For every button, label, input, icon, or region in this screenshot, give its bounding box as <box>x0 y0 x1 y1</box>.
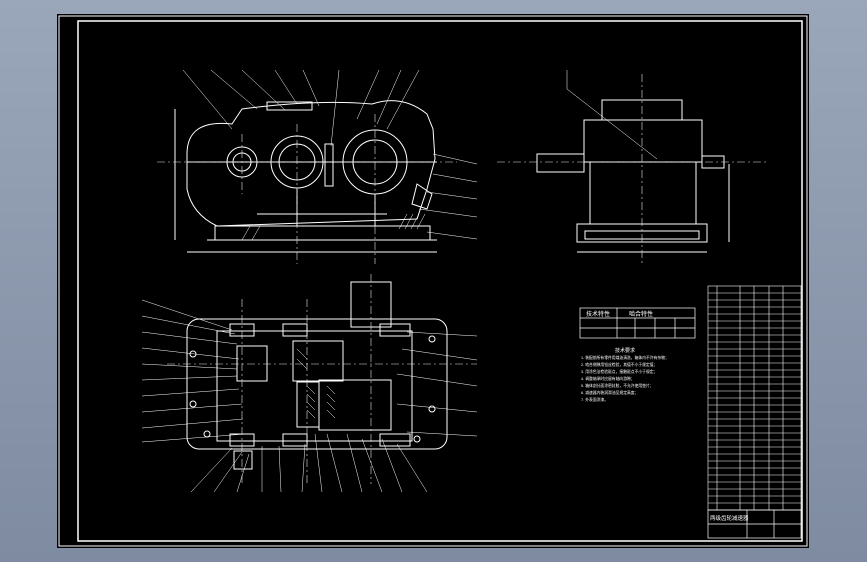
plan-bolt-4 <box>428 405 436 413</box>
tech-req-item-1: 1. 装配前所有零件用煤油清洗，箱体内不许有杂物； <box>581 355 669 360</box>
bolt-boss <box>324 143 334 187</box>
plan-outer <box>186 318 448 450</box>
side-view <box>536 99 730 253</box>
bearing-block-bottom-right <box>379 433 411 447</box>
tech-req-item-4: 4. 调整轴承时应留有轴向游隙； <box>581 376 635 381</box>
title-block-name: 两级齿轮减速器 <box>710 514 749 522</box>
gear-wheel-1 <box>292 340 344 382</box>
title-block <box>707 509 802 539</box>
bearing-block-bottom-mid <box>282 433 308 447</box>
side-body-upper <box>583 119 703 163</box>
input-shaft <box>536 153 585 173</box>
plan-leaders <box>141 299 478 493</box>
tech-req-title: 技术要求 <box>615 347 635 354</box>
plan-inner-cavity <box>216 330 413 442</box>
gear-wheel-2 <box>318 379 392 431</box>
oil-plug <box>411 183 433 210</box>
plan-centerlines <box>167 274 477 484</box>
side-centerlines <box>497 74 769 264</box>
gear-pinion-1 <box>236 345 268 382</box>
tech-req-item-6: 6. 减速器内装润滑油至规定高度； <box>581 390 638 395</box>
drawing-sheet[interactable]: 技术特性 啮合特性 技术要求 1. 装配前所有零件用煤油清洗，箱体内不许有杂物；… <box>57 14 809 548</box>
plan-output-shaft <box>350 281 392 328</box>
inspection-cover <box>266 101 313 111</box>
tech-table-header-2: 啮合特性 <box>629 310 653 318</box>
tech-req-item-2: 2. 啮合侧隙用铅丝检验，其值不小于规定值； <box>581 362 657 367</box>
plan-bolt-6 <box>203 430 211 438</box>
tech-req-item-7: 7. 外表面涂漆。 <box>581 397 608 402</box>
plan-bolt-2 <box>189 400 197 408</box>
side-body-lower <box>589 161 697 225</box>
base-flange <box>214 225 431 241</box>
tech-table <box>579 307 696 339</box>
parts-list <box>707 285 802 511</box>
plan-gear-teeth <box>296 348 336 419</box>
housing-outline <box>186 100 436 227</box>
tech-req-item-3: 3. 用涂色法检验斑点，接触斑点不小于规定； <box>581 369 657 374</box>
bearing-block-top-mid <box>282 323 308 337</box>
inner-border <box>77 20 803 542</box>
tech-req-item-5: 5. 箱体剖分面涂密封胶，不允许使用垫片； <box>581 383 654 388</box>
plan-input-shaft <box>233 450 253 470</box>
side-leaders <box>566 70 658 160</box>
plan-bolt-5 <box>413 435 421 443</box>
plan-bolt-3 <box>428 335 436 343</box>
tech-table-header-1: 技术特性 <box>586 310 610 318</box>
bearing-block-top-right <box>379 323 411 337</box>
outer-border <box>58 15 808 547</box>
front-leaders <box>182 69 478 240</box>
gear-pinion-2 <box>296 381 320 428</box>
front-view <box>174 100 437 253</box>
drawing-canvas: 技术特性 啮合特性 技术要求 1. 装配前所有零件用煤油清洗，箱体内不许有杂物；… <box>58 15 808 547</box>
front-hatch <box>241 213 426 241</box>
front-centerlines <box>157 114 457 264</box>
